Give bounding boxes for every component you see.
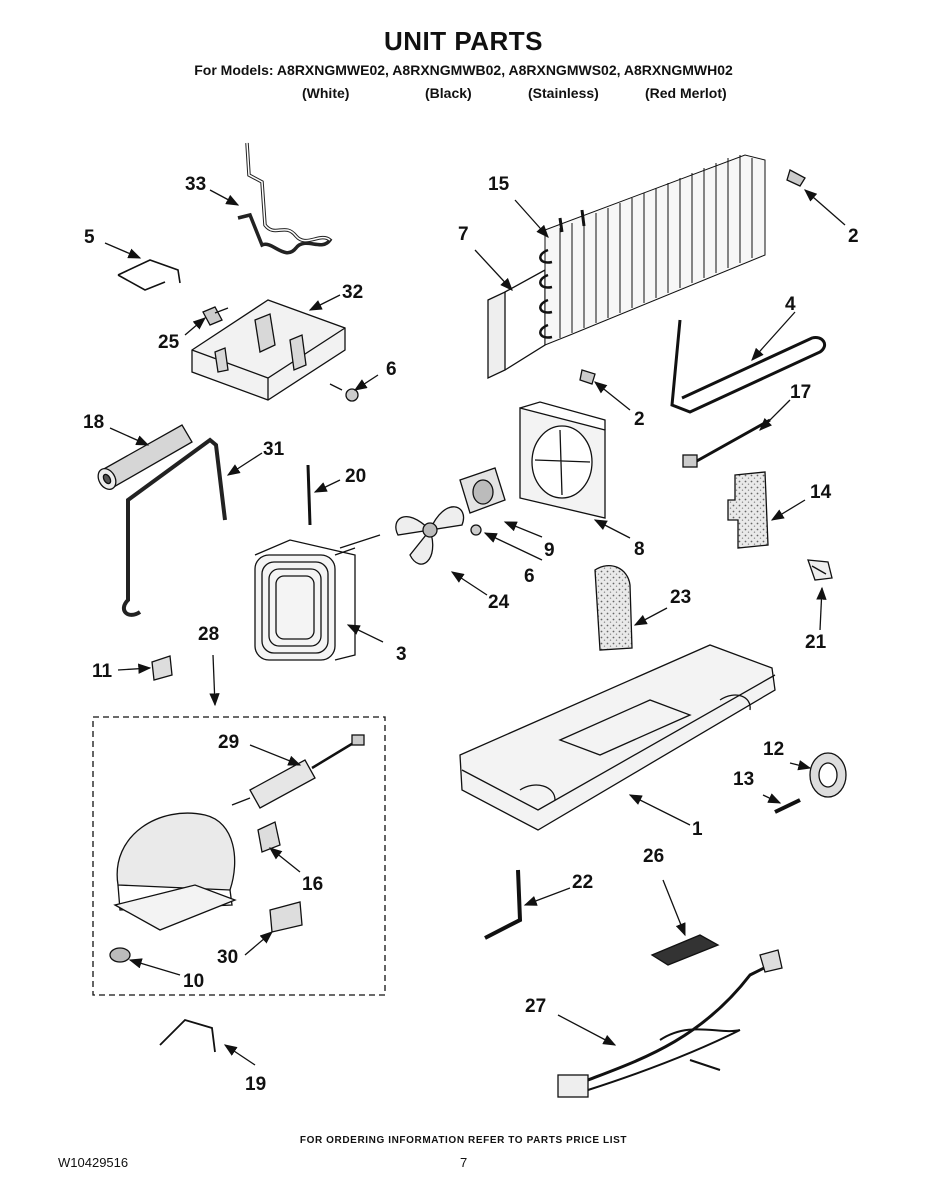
callout-4: 4 [785, 294, 796, 315]
part-14-foam-block [727, 471, 769, 549]
part-26-label [650, 934, 720, 966]
variant-white: (White) [302, 85, 350, 101]
part-28-compressor-kit-box [92, 716, 386, 996]
callout-7: 7 [458, 224, 469, 245]
callout-28: 28 [198, 624, 219, 645]
part-29-filter-dryer [231, 734, 365, 809]
variant-stainless: (Stainless) [528, 85, 599, 101]
callout-25: 25 [158, 332, 180, 353]
part-21-clip [807, 559, 833, 581]
callout-10: 10 [183, 971, 204, 992]
callout-33: 33 [185, 174, 206, 195]
callout-labels: 33 5 32 25 6 18 31 20 3 24 9 6 8 15 7 2 … [83, 174, 859, 1095]
callout-21: 21 [805, 632, 827, 653]
part-31-drain-tube [121, 437, 227, 617]
callout-8: 8 [634, 539, 645, 560]
part-6-screw-upper [329, 383, 359, 402]
part-22-tube [484, 869, 523, 940]
part-17-thermostat [682, 418, 771, 468]
part-12-fan [809, 752, 847, 798]
variant-black: (Black) [425, 85, 472, 101]
part-1-base-pan [459, 644, 776, 831]
part-9-fan-motor [459, 467, 506, 514]
part-24-fan-blade [395, 506, 465, 565]
part-25-screw [202, 306, 229, 326]
part-18-tube [97, 424, 193, 490]
part-3-condenser [254, 534, 381, 661]
compressor [113, 812, 237, 931]
part-27-wire-harness [557, 949, 783, 1098]
callout-11: 11 [92, 661, 113, 682]
page-title: UNIT PARTS [383, 26, 544, 56]
callout-6-lower: 6 [524, 566, 535, 587]
callout-17: 17 [790, 382, 811, 403]
callout-1: 1 [692, 819, 703, 840]
part-19-wire-clip [159, 1018, 216, 1053]
part-23-foam-block [594, 565, 633, 651]
callout-24: 24 [488, 592, 510, 613]
callout-13: 13 [733, 769, 754, 790]
callout-26: 26 [643, 846, 664, 867]
ordering-note: FOR ORDERING INFORMATION REFER TO PARTS … [299, 1135, 628, 1146]
part-8-fan-shroud [519, 401, 606, 519]
part-6-screw-lower [470, 524, 482, 536]
callout-18: 18 [83, 412, 104, 433]
callout-2-upper: 2 [848, 226, 859, 247]
callout-19: 19 [245, 1074, 266, 1095]
part-20-rod [306, 464, 312, 526]
callout-6-upper: 6 [386, 359, 397, 380]
callout-29: 29 [218, 732, 239, 753]
callout-16: 16 [302, 874, 323, 895]
callout-14: 14 [810, 482, 832, 503]
callout-9: 9 [544, 540, 555, 561]
part-32-control-box [191, 299, 346, 401]
part-4-defrost-heater [670, 319, 826, 414]
callout-12: 12 [763, 739, 784, 760]
callout-20: 20 [345, 466, 366, 487]
callout-30: 30 [217, 947, 238, 968]
variant-red-merlot: (Red Merlot) [645, 85, 727, 101]
part-10-grommet [109, 947, 131, 963]
part-13-pin [774, 798, 801, 814]
callout-2-lower: 2 [634, 409, 645, 430]
part-7-evaporator [487, 268, 546, 380]
callout-3: 3 [396, 644, 407, 665]
callout-15: 15 [488, 174, 510, 195]
part-15-evaporator-coil [539, 154, 766, 346]
part-2-screw-lower [579, 369, 596, 385]
leader-lines [104, 189, 846, 1066]
callout-22: 22 [572, 872, 593, 893]
page-number: 7 [460, 1155, 468, 1170]
part-5-clip [117, 259, 181, 291]
document-number: W10429516 [58, 1155, 129, 1170]
part-30-capacitor [269, 901, 303, 933]
callout-5: 5 [84, 227, 95, 248]
part-2-screw-upper [786, 169, 806, 187]
callout-27: 27 [525, 996, 546, 1017]
callout-23: 23 [670, 587, 691, 608]
callout-32: 32 [342, 282, 363, 303]
model-list: For Models: A8RXNGMWE02, A8RXNGMWB02, A8… [194, 62, 733, 78]
callout-31: 31 [263, 439, 285, 460]
part-11-clip [151, 655, 173, 681]
part-16-relay [257, 821, 281, 853]
part-33-heater-wire [237, 142, 333, 255]
